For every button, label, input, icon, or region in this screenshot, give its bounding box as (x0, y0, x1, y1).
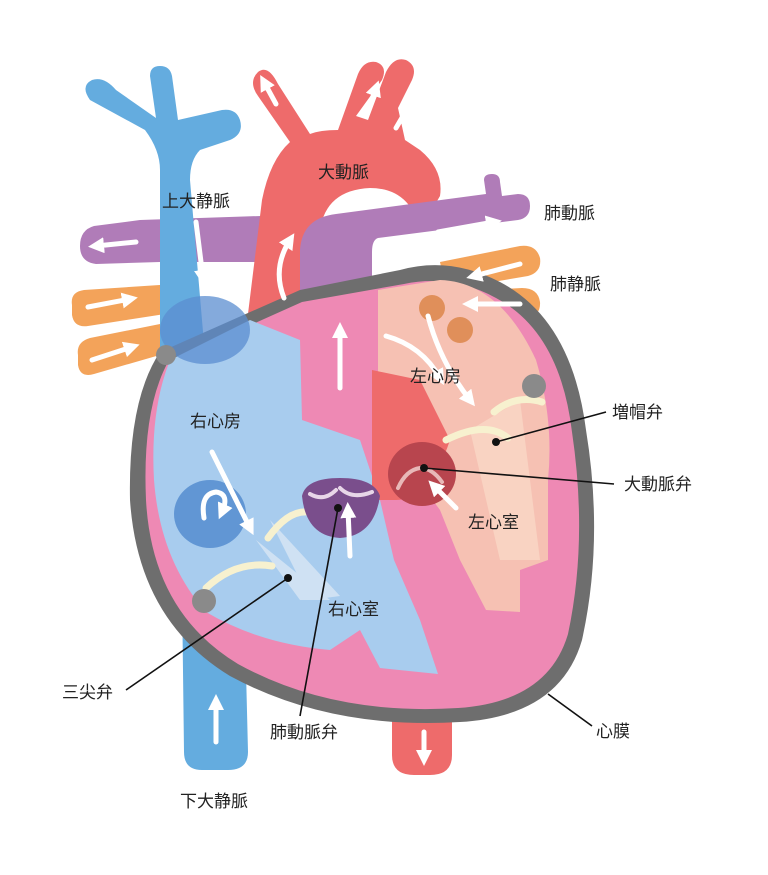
flow-arrow-icon (363, 80, 381, 119)
label-pulmonary-vein: 肺静脈 (550, 275, 601, 295)
label-aorta: 大動脈 (318, 163, 369, 183)
flow-arrow-icon (435, 215, 502, 235)
flow-arrow-icon (393, 97, 415, 131)
label-tricuspid-valve: 三尖弁 (62, 683, 113, 703)
chordae-tendineae-right (256, 520, 340, 600)
flow-arrow-icon (89, 341, 140, 363)
flow-arrow-icon (428, 480, 459, 511)
superior-vena-cava (85, 66, 241, 355)
pulmonary-vein-opening-2 (447, 317, 473, 343)
flow-arrow-icon (209, 449, 254, 536)
label-left-ventricle: 左心室 (468, 513, 519, 533)
flow-arrow-icon (193, 219, 210, 286)
label-pulmonary-artery: 肺動脈 (544, 204, 595, 224)
flow-arrow-icon (425, 313, 475, 407)
label-inferior-vena-cava: 下大静脈 (180, 792, 248, 812)
flow-arrow-icon (276, 233, 295, 301)
flow-arrow-icon (200, 489, 233, 521)
ivc-opening (174, 480, 246, 548)
leader-dots (284, 438, 500, 582)
aorta (246, 59, 441, 366)
mitral-valve (442, 396, 546, 444)
flow-arrow-icon (340, 502, 357, 559)
label-superior-vena-cava: 上大静脈 (162, 192, 230, 212)
right-heart-chambers (153, 320, 439, 674)
svc-opening (160, 296, 250, 364)
label-pericardium: 心膜 (596, 722, 630, 742)
tricuspid-valve (202, 508, 312, 592)
chordae-tendineae-left (470, 400, 540, 560)
flow-arrow-icon (85, 292, 138, 310)
flow-arrow-icon (88, 237, 139, 254)
label-right-atrium: 右心房 (190, 412, 241, 432)
flow-arrow-icon (466, 261, 523, 282)
label-pulmonary-valve: 肺動脈弁 (270, 723, 338, 743)
pulmonary-vein-opening-1 (419, 295, 445, 321)
pericardium-node-ivc (192, 589, 216, 613)
leader-lines (125, 411, 615, 727)
flow-arrow-icon (260, 74, 279, 107)
flow-arrows (85, 74, 523, 767)
label-aortic-valve: 大動脈弁 (624, 475, 692, 495)
label-right-ventricle: 右心室 (328, 600, 379, 620)
pericardium-node-svc (156, 345, 176, 365)
label-mitral-valve: 増帽弁 (612, 403, 663, 423)
label-left-atrium: 左心房 (410, 367, 461, 387)
pericardium-node-right (522, 374, 546, 398)
flow-arrow-icon (383, 333, 444, 385)
